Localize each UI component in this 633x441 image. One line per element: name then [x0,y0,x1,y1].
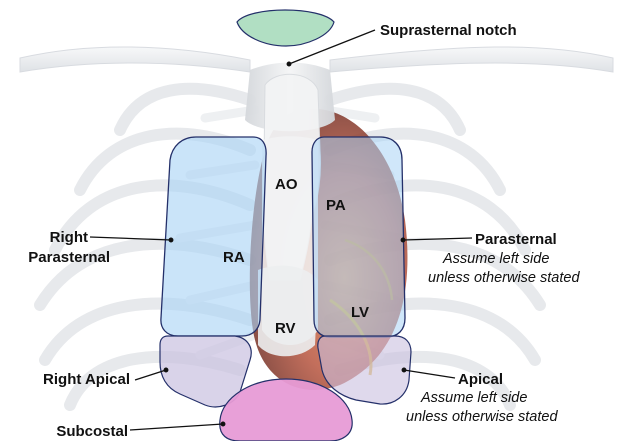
label-parasternal-note2: unless otherwise stated [428,270,580,286]
label-ra: RA [223,249,245,266]
suprasternal-window [237,10,334,46]
label-subcostal: Subcostal [56,423,128,440]
label-right-apical: Right Apical [43,371,130,388]
label-right-parasternal-line1: Right [50,229,88,246]
label-ao: AO [275,176,298,193]
apical-leader [404,370,455,378]
label-apical-note1: Assume left side [420,390,527,406]
label-suprasternal-notch: Suprasternal notch [380,22,517,39]
left-clavicle [20,47,250,72]
label-pa: PA [326,197,346,214]
label-apical-note2: unless otherwise stated [406,409,558,425]
label-parasternal: Parasternal [475,231,557,248]
label-lv: LV [351,304,369,321]
label-apical: Apical [458,371,503,388]
right-parasternal-window [161,137,266,336]
right-clavicle [330,47,613,72]
label-parasternal-note1: Assume left side [442,251,549,267]
label-right-parasternal-line2: Parasternal [28,249,110,266]
label-rv: RV [275,320,296,337]
subcostal-leader [130,424,223,430]
